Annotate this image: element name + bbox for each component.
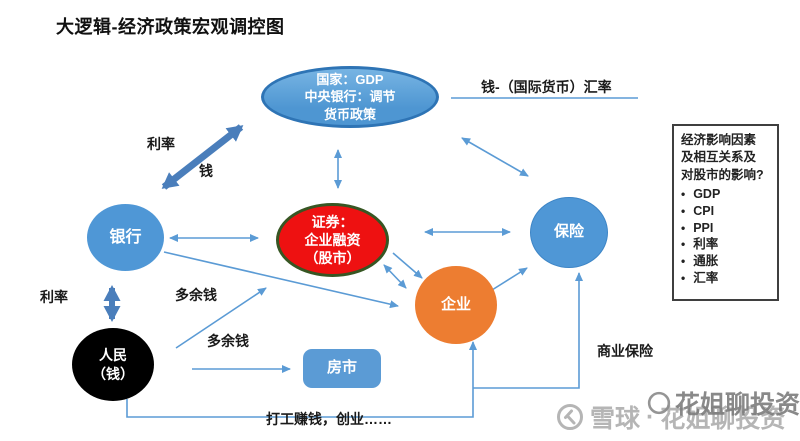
bullet-icon: • [681,186,686,201]
factor-item-gdp: • GDP [681,186,773,203]
watermark-overlay-text: 花姐聊投资 [675,391,800,419]
securities-line1: 证券： [311,213,354,230]
panel-heading-line1: 经济影响因素 [681,133,757,147]
factor-item-inflation: • 通胀 [681,253,773,270]
arrow-centralbank-insurance [461,137,529,177]
people-line2: （钱） [92,365,134,382]
factor-label: 汇率 [693,271,719,286]
factor-item-interest-rate: • 利率 [681,236,773,253]
securities-line3: （股市） [304,250,361,267]
bullet-icon: • [681,237,686,252]
label-commercial-insurance: 商业保险 [597,343,653,359]
factor-list: • GDP • CPI • PPI • 利率 • 通胀 • 汇率 [681,186,773,287]
xueqiu-logo-icon [557,404,583,430]
factor-label: PPI [693,220,714,235]
insurance-label: 保险 [553,223,584,241]
label-money: 钱 [199,163,213,179]
panel-heading-line2: 及相互关系及 [681,150,757,165]
economic-factors-panel: 经济影响因素 及相互关系及 对股市的影响? • GDP • CPI • PPI … [672,124,779,301]
label-work-earn: 打工赚钱，创业…… [266,411,392,427]
page-title: 大逻辑-经济政策宏观调控图 [56,17,285,37]
bullet-icon: • [681,220,686,235]
securities-line2: 企业融资 [304,231,361,248]
factor-label: 利率 [693,237,719,252]
factor-label: CPI [693,203,715,218]
factor-item-cpi: • CPI [681,203,773,220]
elbow-people-enterprise [126,341,477,418]
people-line1: 人民 [99,346,127,363]
factor-label: 通胀 [693,254,719,269]
node-insurance: 保险 [530,197,608,268]
label-interest-rate-top: 利率 [147,136,175,152]
node-central-bank: 国家：GDP 中央银行：调节 货币政策 [261,66,439,128]
central-bank-line1: 国家：GDP [316,71,384,87]
node-people-money: 人民 （钱） [72,328,154,401]
label-surplus-money-right: 多余钱 [207,333,249,349]
label-surplus-money-up: 多余钱 [175,287,217,303]
account-watermark-overlay: 花姐聊投资 [647,385,800,421]
xueqiu-watermark: 雪球 · 花姐聊投资 [556,399,785,435]
bullet-icon: • [681,203,686,218]
watermark-brand: 雪球 [590,405,641,433]
arrow-enterprise-insurance [491,267,528,291]
factor-item-ppi: • PPI [681,220,773,237]
watermark-account: 花姐聊投资 [660,405,786,433]
node-enterprise: 企业 [415,266,497,344]
arrow-securities-enterprise-double [383,264,407,289]
bullet-icon: • [681,271,686,286]
central-bank-line3: 货币政策 [323,106,376,122]
enterprise-label: 企业 [440,295,471,313]
factor-label: GDP [693,186,721,201]
label-interest-rate-left: 利率 [40,289,68,305]
watermark-separator: · [646,402,655,431]
central-bank-line2: 中央银行：调节 [304,89,396,105]
panel-heading-line3: 对股市的影响? [681,167,764,182]
node-housing-market: 房市 [303,349,381,388]
factor-item-exchange-rate: • 汇率 [681,270,773,287]
arrow-securities-enterprise [392,252,423,279]
node-bank: 银行 [87,204,164,271]
bullet-icon: • [681,254,686,269]
housing-label: 房市 [326,359,357,377]
node-securities-stock-market: 证券： 企业融资 （股市） [276,203,389,277]
label-exchange-rate: 钱-（国际货币）汇率 [481,79,612,95]
overlay-logo-icon [647,391,671,415]
bank-label: 银行 [109,228,142,246]
